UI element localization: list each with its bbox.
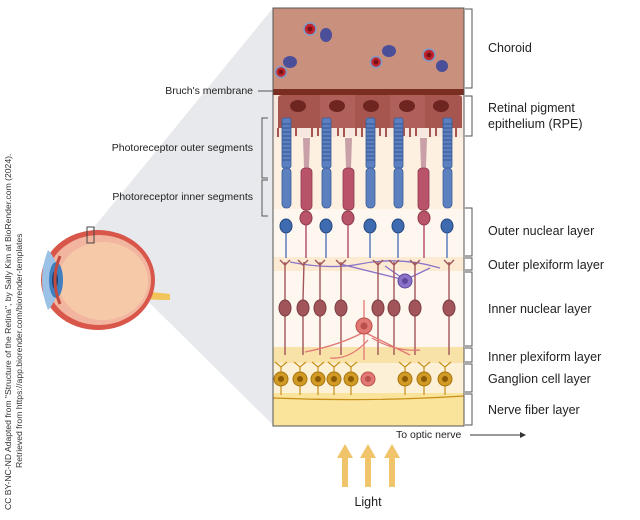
optic-nerve-arrow xyxy=(470,432,526,438)
right-brackets xyxy=(465,8,473,426)
inner-nuclear-label: Inner nuclear layer xyxy=(488,302,592,316)
zoom-projection xyxy=(90,8,273,425)
credit-line-1: CC BY-NC-ND Adapted from "Structure of t… xyxy=(3,154,13,510)
bipolar-cells xyxy=(279,259,455,355)
outer-plexiform-label: Outer plexiform layer xyxy=(488,258,604,272)
photoreceptors xyxy=(279,117,454,258)
outer-nuclear-label: Outer nuclear layer xyxy=(488,224,594,238)
bipolar-nuclei xyxy=(278,299,456,317)
left-brackets xyxy=(258,90,273,217)
bruchs-membrane-label: Bruch's membrane xyxy=(165,85,253,97)
credit-block-2: Retrieved from https://app.biorender.com… xyxy=(14,233,24,468)
light-label: Light xyxy=(354,495,382,509)
eye-illustration xyxy=(41,226,170,330)
photoreceptor-outer-label: Photoreceptor outer segments xyxy=(112,142,253,154)
inner-plexiform-label: Inner plexiform layer xyxy=(488,350,601,364)
photoreceptor-inner-label: Photoreceptor inner segments xyxy=(112,191,253,203)
retina-panel-border xyxy=(272,7,465,427)
light-arrows xyxy=(337,444,400,487)
rpe-label-line1: Retinal pigment xyxy=(488,101,575,115)
horizontal-cell xyxy=(289,260,441,289)
nerve-fiber-label: Nerve fiber layer xyxy=(488,403,580,417)
ganglion-cells xyxy=(272,361,465,401)
amacrine-cells xyxy=(304,300,421,360)
credit-line-2: Retrieved from https://app.biorender.com… xyxy=(14,233,24,468)
choroid-label: Choroid xyxy=(488,41,532,55)
to-optic-nerve-label: To optic nerve xyxy=(396,429,462,441)
credit-block: CC BY-NC-ND Adapted from "Structure of t… xyxy=(3,154,13,510)
choroid-blood-cells xyxy=(274,22,448,79)
ganglion-label: Ganglion cell layer xyxy=(488,372,591,386)
rpe-label-line2: epithelium (RPE) xyxy=(488,117,582,131)
